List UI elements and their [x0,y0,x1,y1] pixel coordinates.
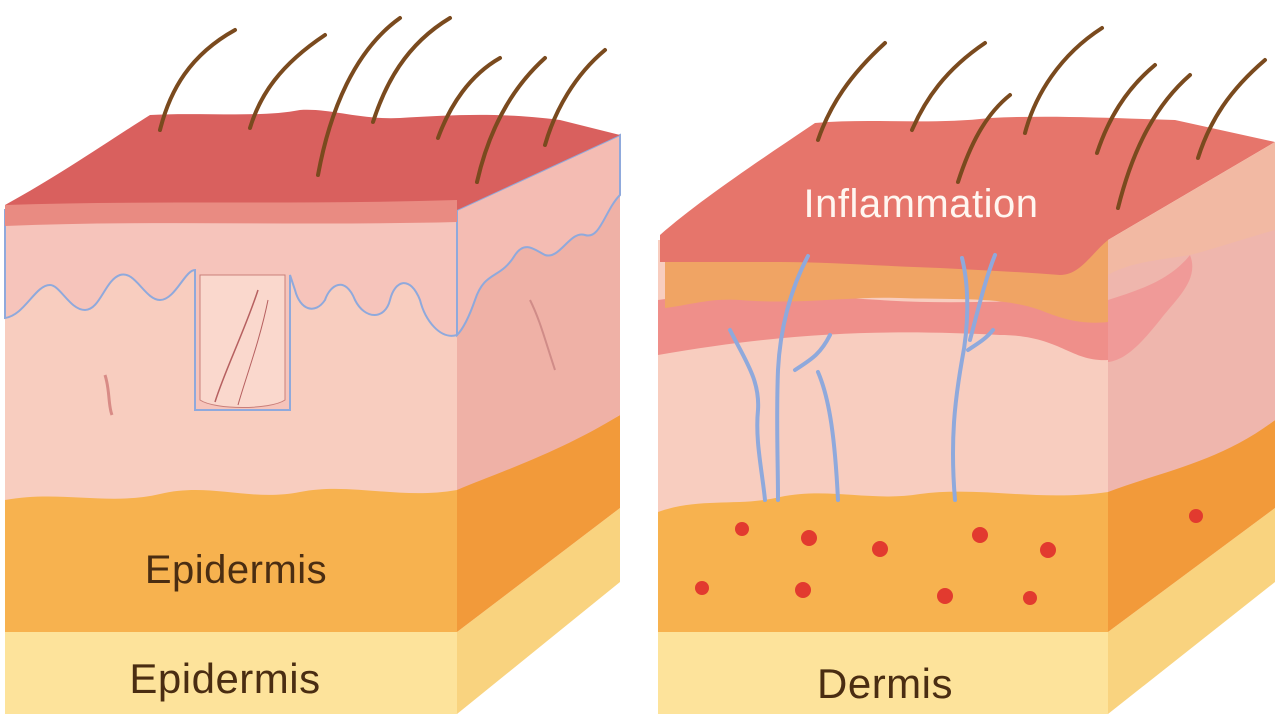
left-follicle-hair-root [214,289,259,403]
hair-icon [910,41,987,132]
left-fat-side [457,415,620,632]
right-base-layer-label: Dermis [817,660,953,707]
right-inflamed-pink-band [658,294,1108,361]
left-surface-front-rim [5,200,457,226]
hair-icon [158,28,237,132]
red-cell-dot [872,541,888,557]
red-cell-dot [1040,542,1056,558]
left-hairs [158,16,607,184]
vessel-icon [793,333,832,372]
vessel-icon [951,256,970,502]
left-follicle-hair-root-2 [237,299,269,406]
inflammation-label: Inflammation [803,182,1039,226]
right-side-upper [1108,142,1275,275]
right-side-inflamed-bulge [1108,255,1193,362]
left-skin-block [4,16,621,714]
vessel-icon [968,253,997,342]
left-base-layer-label: Epidermis [129,655,321,702]
red-cell-dot [937,588,953,604]
hair-icon [1116,73,1192,210]
vessel-icon [816,370,840,502]
hair-icon [316,16,402,177]
right-base-side [1108,508,1275,714]
right-blood-vessels [728,253,997,502]
red-cell-dot [735,522,749,536]
hair-icon [371,16,452,124]
vessel-icon [728,328,767,502]
hair-icon [436,56,502,140]
left-vessel-mark [103,374,114,416]
hair-icon [1196,58,1267,160]
red-cell-dot [795,582,811,598]
hair-icon [248,33,327,130]
left-base-layer [5,632,457,714]
red-cell-dot [972,527,988,543]
right-base-layer [658,632,1108,714]
hair-icon [475,56,547,184]
red-cell-dot [1189,509,1203,523]
left-fat-layer [5,486,457,632]
hair-icon [1023,26,1104,135]
vessel-icon [966,328,995,352]
vessel-icon [775,254,810,502]
left-hair-follicle [199,274,286,408]
red-cell-dot [1023,591,1037,605]
right-fat-side [1108,420,1275,632]
left-base-side [457,508,620,714]
hair-icon [543,48,607,147]
red-cell-dot [695,581,709,595]
hair-icon [1095,63,1157,155]
right-skin-block [658,26,1275,714]
hair-icon [816,41,887,142]
right-hairs [816,26,1267,210]
right-skin-surface [660,116,1275,275]
red-cell-dot [801,530,817,546]
left-skin-surface [5,109,620,216]
right-inflammatory-cells [695,509,1203,605]
left-side-vessel-mark [529,299,556,371]
left-epidermis-side [456,133,621,338]
right-fat-layer [658,489,1108,632]
hair-icon [956,93,1012,184]
left-fat-layer-label: Epidermis [144,548,328,592]
